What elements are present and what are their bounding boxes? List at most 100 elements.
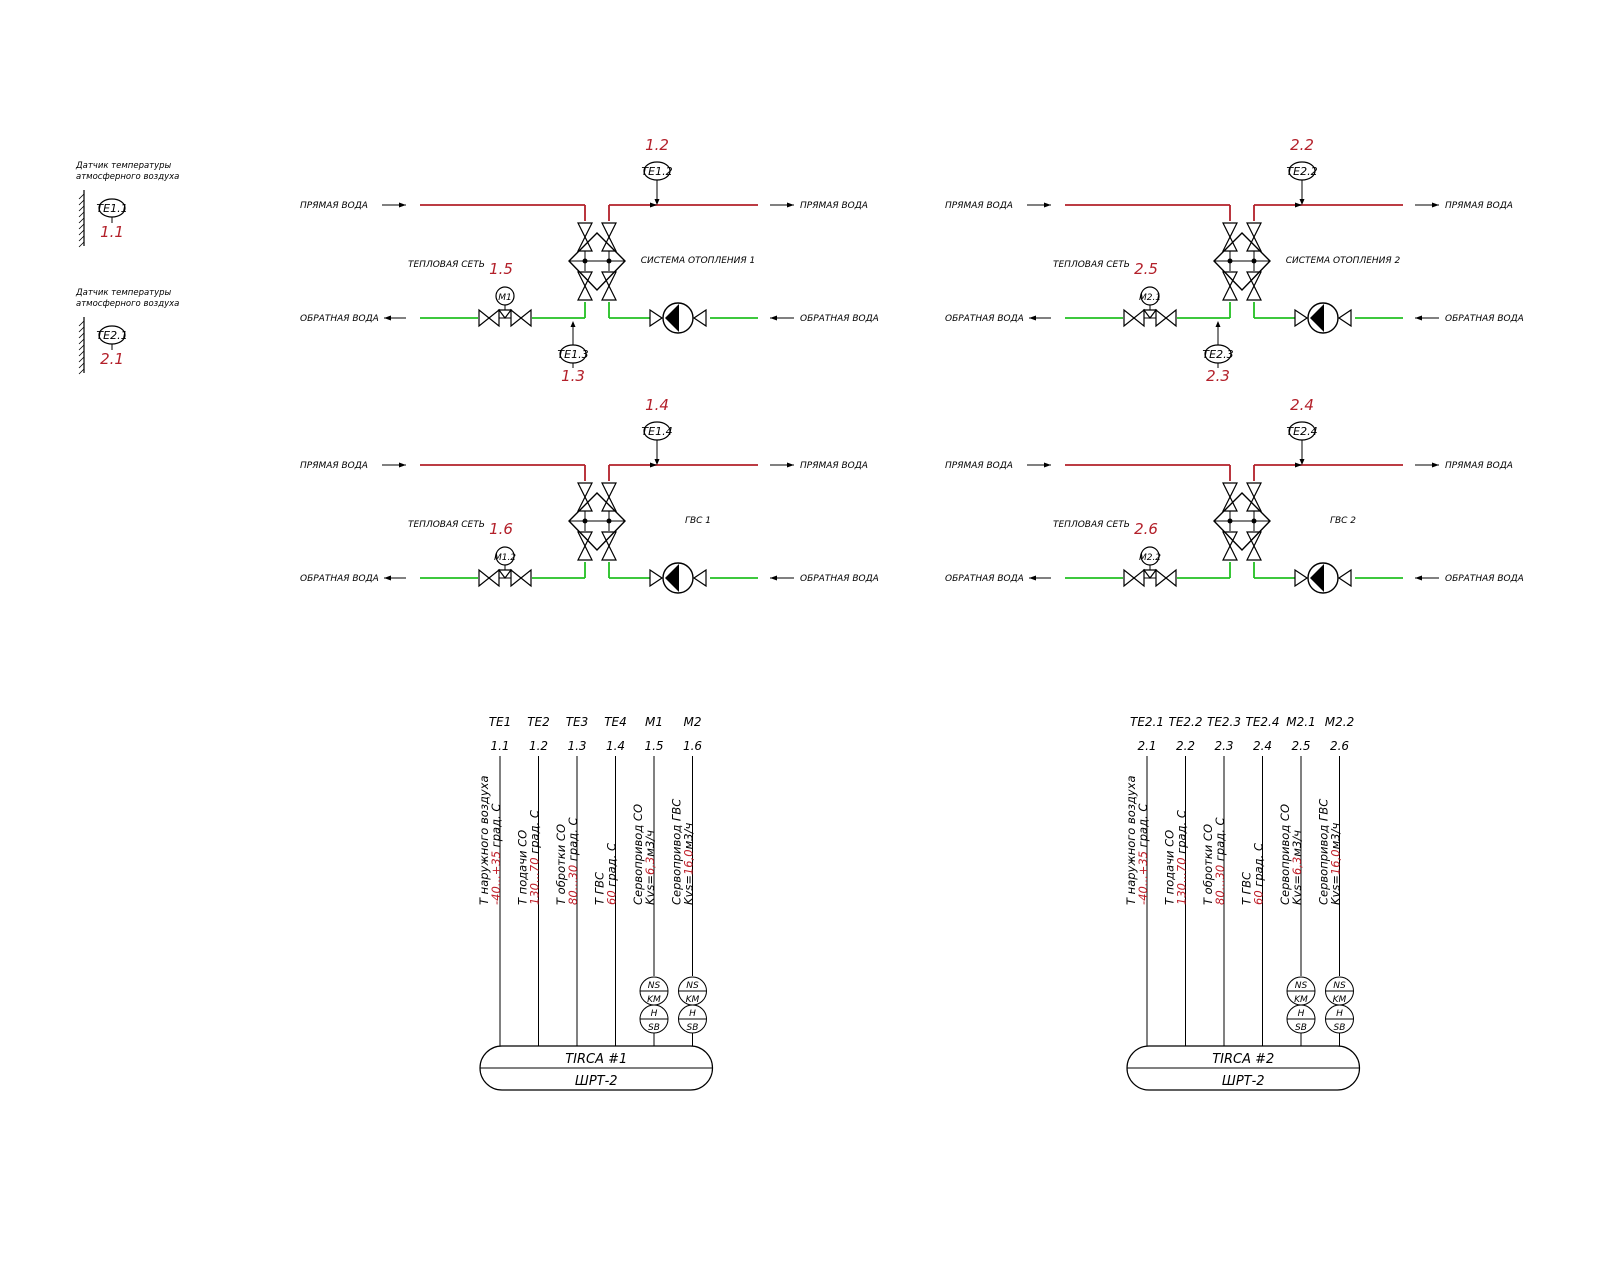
hx-dot (1251, 258, 1257, 264)
hx-diamond (568, 492, 626, 552)
sensor-arrow (1299, 199, 1305, 205)
valve-triangle (1222, 495, 1238, 512)
valve-triangle (1222, 235, 1238, 252)
hx-valve (1246, 271, 1262, 301)
arrowhead (650, 202, 657, 208)
sensor-tag: TE1.2 (641, 165, 672, 178)
top-temp-sensor: TE2.2 (1286, 161, 1318, 181)
valve-triangle (601, 222, 617, 239)
column-number: 1.3 (567, 739, 586, 753)
column-description: 60 град. С (605, 843, 619, 905)
column-description: Т обротки СО (554, 824, 568, 905)
position-number: 1.1 (100, 223, 124, 241)
description-part: м3/ч (1329, 823, 1343, 850)
hx-valve (1222, 271, 1238, 301)
description-part: м3/ч (1290, 830, 1304, 857)
return-out-label: ОБРАТНАЯ ВОДА (945, 314, 1024, 324)
return-out-label: ОБРАТНАЯ ВОДА (945, 574, 1024, 584)
valve-triangle (478, 568, 490, 588)
valve-triangle (1155, 308, 1167, 328)
device-code: KM (686, 995, 700, 1005)
arrowhead (1044, 202, 1051, 208)
column-number: 2.5 (1291, 739, 1310, 753)
description-part: -40...+35 (1136, 851, 1150, 905)
top-temp-sensor: TE2.4 (1286, 421, 1318, 441)
column-number: 1.4 (606, 739, 625, 753)
valve-triangle (497, 569, 513, 579)
valve-triangle (520, 568, 532, 588)
heat-exchanger (1213, 232, 1271, 292)
control-valve (1123, 308, 1145, 328)
arrowhead (384, 575, 391, 581)
description-part: м3/ч (682, 823, 696, 850)
device-code: SB (687, 1023, 699, 1033)
valve-triangle (1165, 568, 1177, 588)
description-part: Т обротки СО (554, 824, 568, 905)
valve-triangle (1165, 308, 1177, 328)
column-tag: TE3 (566, 715, 589, 729)
system-label: ГВС 2 (1330, 516, 1356, 526)
top-temp-sensor: TE1.2 (641, 161, 673, 181)
control-valve (1155, 308, 1177, 328)
column-description: Kvs=6,3м3/ч (1290, 830, 1304, 905)
valve-triangle (1246, 544, 1262, 561)
device-code: SB (648, 1023, 660, 1033)
sensor-tag: TE2.1 (96, 329, 127, 342)
hx-valve (577, 271, 593, 301)
arrowhead (1415, 575, 1422, 581)
device-code: H (651, 1009, 658, 1019)
position-number: 1.4 (645, 396, 669, 414)
description-part: Kvs= (1290, 875, 1304, 905)
position-number: 1.6 (489, 520, 513, 538)
hx-dot (1227, 258, 1233, 264)
description-part: Т наружного воздуха (477, 775, 491, 905)
hx-valve (1222, 482, 1238, 512)
description-part: град. С (528, 810, 542, 857)
return-in-label: ОБРАТНАЯ ВОДА (800, 574, 879, 584)
valve-triangle (497, 309, 513, 319)
pump-triangle (665, 304, 679, 332)
return-in-label: ОБРАТНАЯ ВОДА (800, 314, 879, 324)
column-description: Т обротки СО (1201, 824, 1215, 905)
valve-triangle (1222, 222, 1238, 239)
pump-triangle (665, 564, 679, 592)
arrowhead (787, 462, 794, 468)
valve-triangle (1123, 308, 1135, 328)
wall-hatch (78, 211, 85, 218)
supply-out-label: ПРЯМАЯ ВОДА (1445, 201, 1513, 211)
column-tag: TE2.3 (1207, 715, 1241, 729)
column-number: 2.6 (1330, 739, 1349, 753)
valve-triangle (1142, 569, 1158, 579)
bottom-temp-sensor: TE2.3 (1202, 344, 1234, 364)
hx-dot (606, 518, 612, 524)
description-part: 16,0 (682, 849, 696, 875)
position-number: 1.2 (645, 136, 669, 154)
hx-valve (1222, 222, 1238, 252)
valve-triangle (601, 235, 617, 252)
description-part: 80...30 (566, 865, 580, 905)
position-number: 2.3 (1206, 367, 1230, 385)
hx-diamond (1213, 232, 1271, 292)
supply-out-label: ПРЯМАЯ ВОДА (800, 461, 868, 471)
column-description: Т подачи СО (516, 830, 530, 905)
hx-valve (577, 531, 593, 561)
hx-dot (606, 258, 612, 264)
wall-hatch (78, 217, 85, 224)
description-part: 60 (605, 890, 619, 905)
cabinet-name: TIRCA #1 (565, 1052, 627, 1067)
description-part: град. С (489, 804, 503, 851)
return-in-label: ОБРАТНАЯ ВОДА (1445, 574, 1524, 584)
sensor-tag: TE1.4 (641, 425, 672, 438)
wall-hatch (78, 199, 85, 206)
column-tag: TE2.1 (1130, 715, 1164, 729)
column-description: 80...30 град. С (1213, 817, 1227, 905)
wall-hatch (78, 205, 85, 212)
valve-triangle (1246, 531, 1262, 548)
control-valve (478, 568, 500, 588)
